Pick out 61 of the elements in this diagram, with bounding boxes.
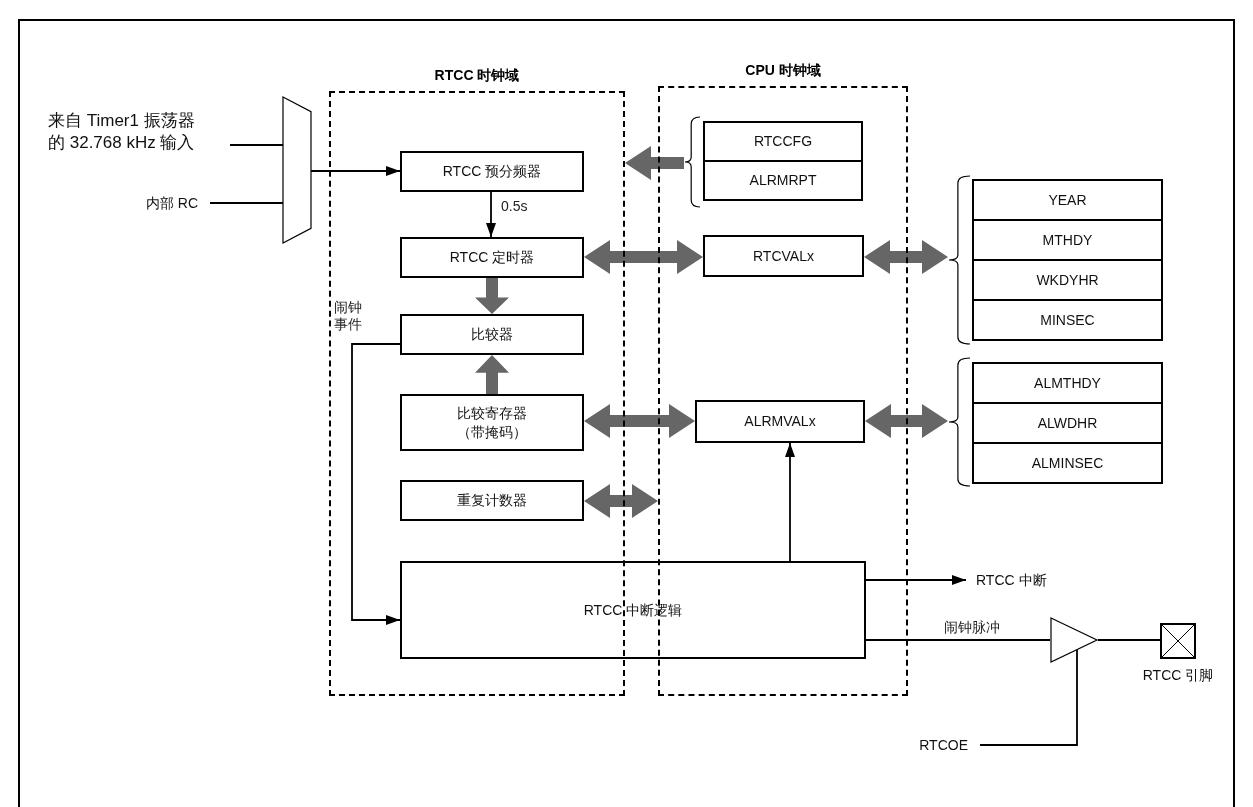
block-label: ALRMVALx bbox=[743, 412, 817, 431]
signal-line bbox=[1097, 639, 1161, 641]
bus-arrow bbox=[584, 484, 658, 518]
bus-arrow bbox=[865, 404, 948, 438]
register-block bbox=[972, 259, 1163, 301]
edge-label: 闹钟脉冲 bbox=[943, 619, 1001, 636]
register-block bbox=[972, 442, 1163, 484]
block-label: WKDYHR bbox=[1035, 270, 1100, 290]
signal-line bbox=[979, 649, 1078, 746]
block-label: ALMINSEC bbox=[1030, 453, 1105, 473]
block-label: 重复计数器 bbox=[456, 491, 528, 510]
signal-arrow bbox=[785, 442, 795, 562]
bus-arrow bbox=[475, 278, 509, 314]
signal-label: 内部 RC bbox=[145, 193, 199, 213]
register-block bbox=[400, 314, 584, 355]
block-label: RTCC 定时器 bbox=[448, 248, 536, 267]
register-block bbox=[703, 160, 863, 201]
block-label: 比较寄存器（带掩码） bbox=[456, 403, 528, 442]
register-block bbox=[972, 179, 1163, 221]
bus-arrow bbox=[475, 355, 509, 394]
bus-arrow bbox=[625, 146, 684, 180]
signal-label: RTCC 中断 bbox=[975, 570, 1047, 590]
domain-heading: RTCC 时钟域 bbox=[433, 67, 521, 85]
domain-heading: CPU 时钟域 bbox=[744, 62, 822, 80]
bus-arrow bbox=[584, 240, 703, 274]
signal-label: RTCOE bbox=[919, 735, 969, 755]
register-block bbox=[400, 480, 584, 521]
signal-line bbox=[865, 639, 1051, 641]
block-label: ALRMRPT bbox=[748, 171, 818, 190]
block-label: ALMTHDY bbox=[1033, 373, 1102, 393]
register-block bbox=[400, 151, 584, 192]
signal-arrow bbox=[351, 343, 401, 625]
register-block bbox=[400, 561, 866, 659]
register-block bbox=[703, 121, 863, 162]
block-label: MTHDY bbox=[1041, 230, 1094, 250]
signal-arrow bbox=[486, 191, 496, 238]
register-block bbox=[972, 299, 1163, 341]
signal-arrow bbox=[865, 575, 967, 585]
bus-arrow bbox=[584, 404, 695, 438]
register-block bbox=[972, 362, 1163, 404]
register-block bbox=[972, 219, 1163, 261]
block-label: YEAR bbox=[1047, 190, 1088, 210]
signal-label: 来自 Timer1 振荡器的 32.768 kHz 输入 bbox=[47, 109, 196, 154]
block-label: RTCVALx bbox=[752, 246, 815, 266]
register-block bbox=[972, 402, 1163, 444]
block-label: MINSEC bbox=[1039, 310, 1096, 330]
signal-arrow bbox=[310, 166, 401, 176]
signal-line bbox=[209, 202, 284, 204]
block-label: ALWDHR bbox=[1036, 413, 1099, 433]
bus-arrow bbox=[864, 240, 948, 274]
register-block bbox=[400, 394, 584, 451]
signal-line bbox=[229, 144, 284, 146]
block-label: RTCCFG bbox=[752, 132, 814, 151]
pin-label: RTCC 引脚 bbox=[1142, 667, 1214, 685]
block-label: RTCC 预分频器 bbox=[441, 162, 543, 181]
register-block bbox=[703, 235, 864, 277]
register-block bbox=[695, 400, 865, 443]
register-block bbox=[400, 237, 584, 278]
block-label: 比较器 bbox=[470, 325, 514, 344]
block-label: RTCC 中断逻辑 bbox=[582, 600, 684, 620]
edge-label: 闹钟事件 bbox=[333, 299, 365, 333]
